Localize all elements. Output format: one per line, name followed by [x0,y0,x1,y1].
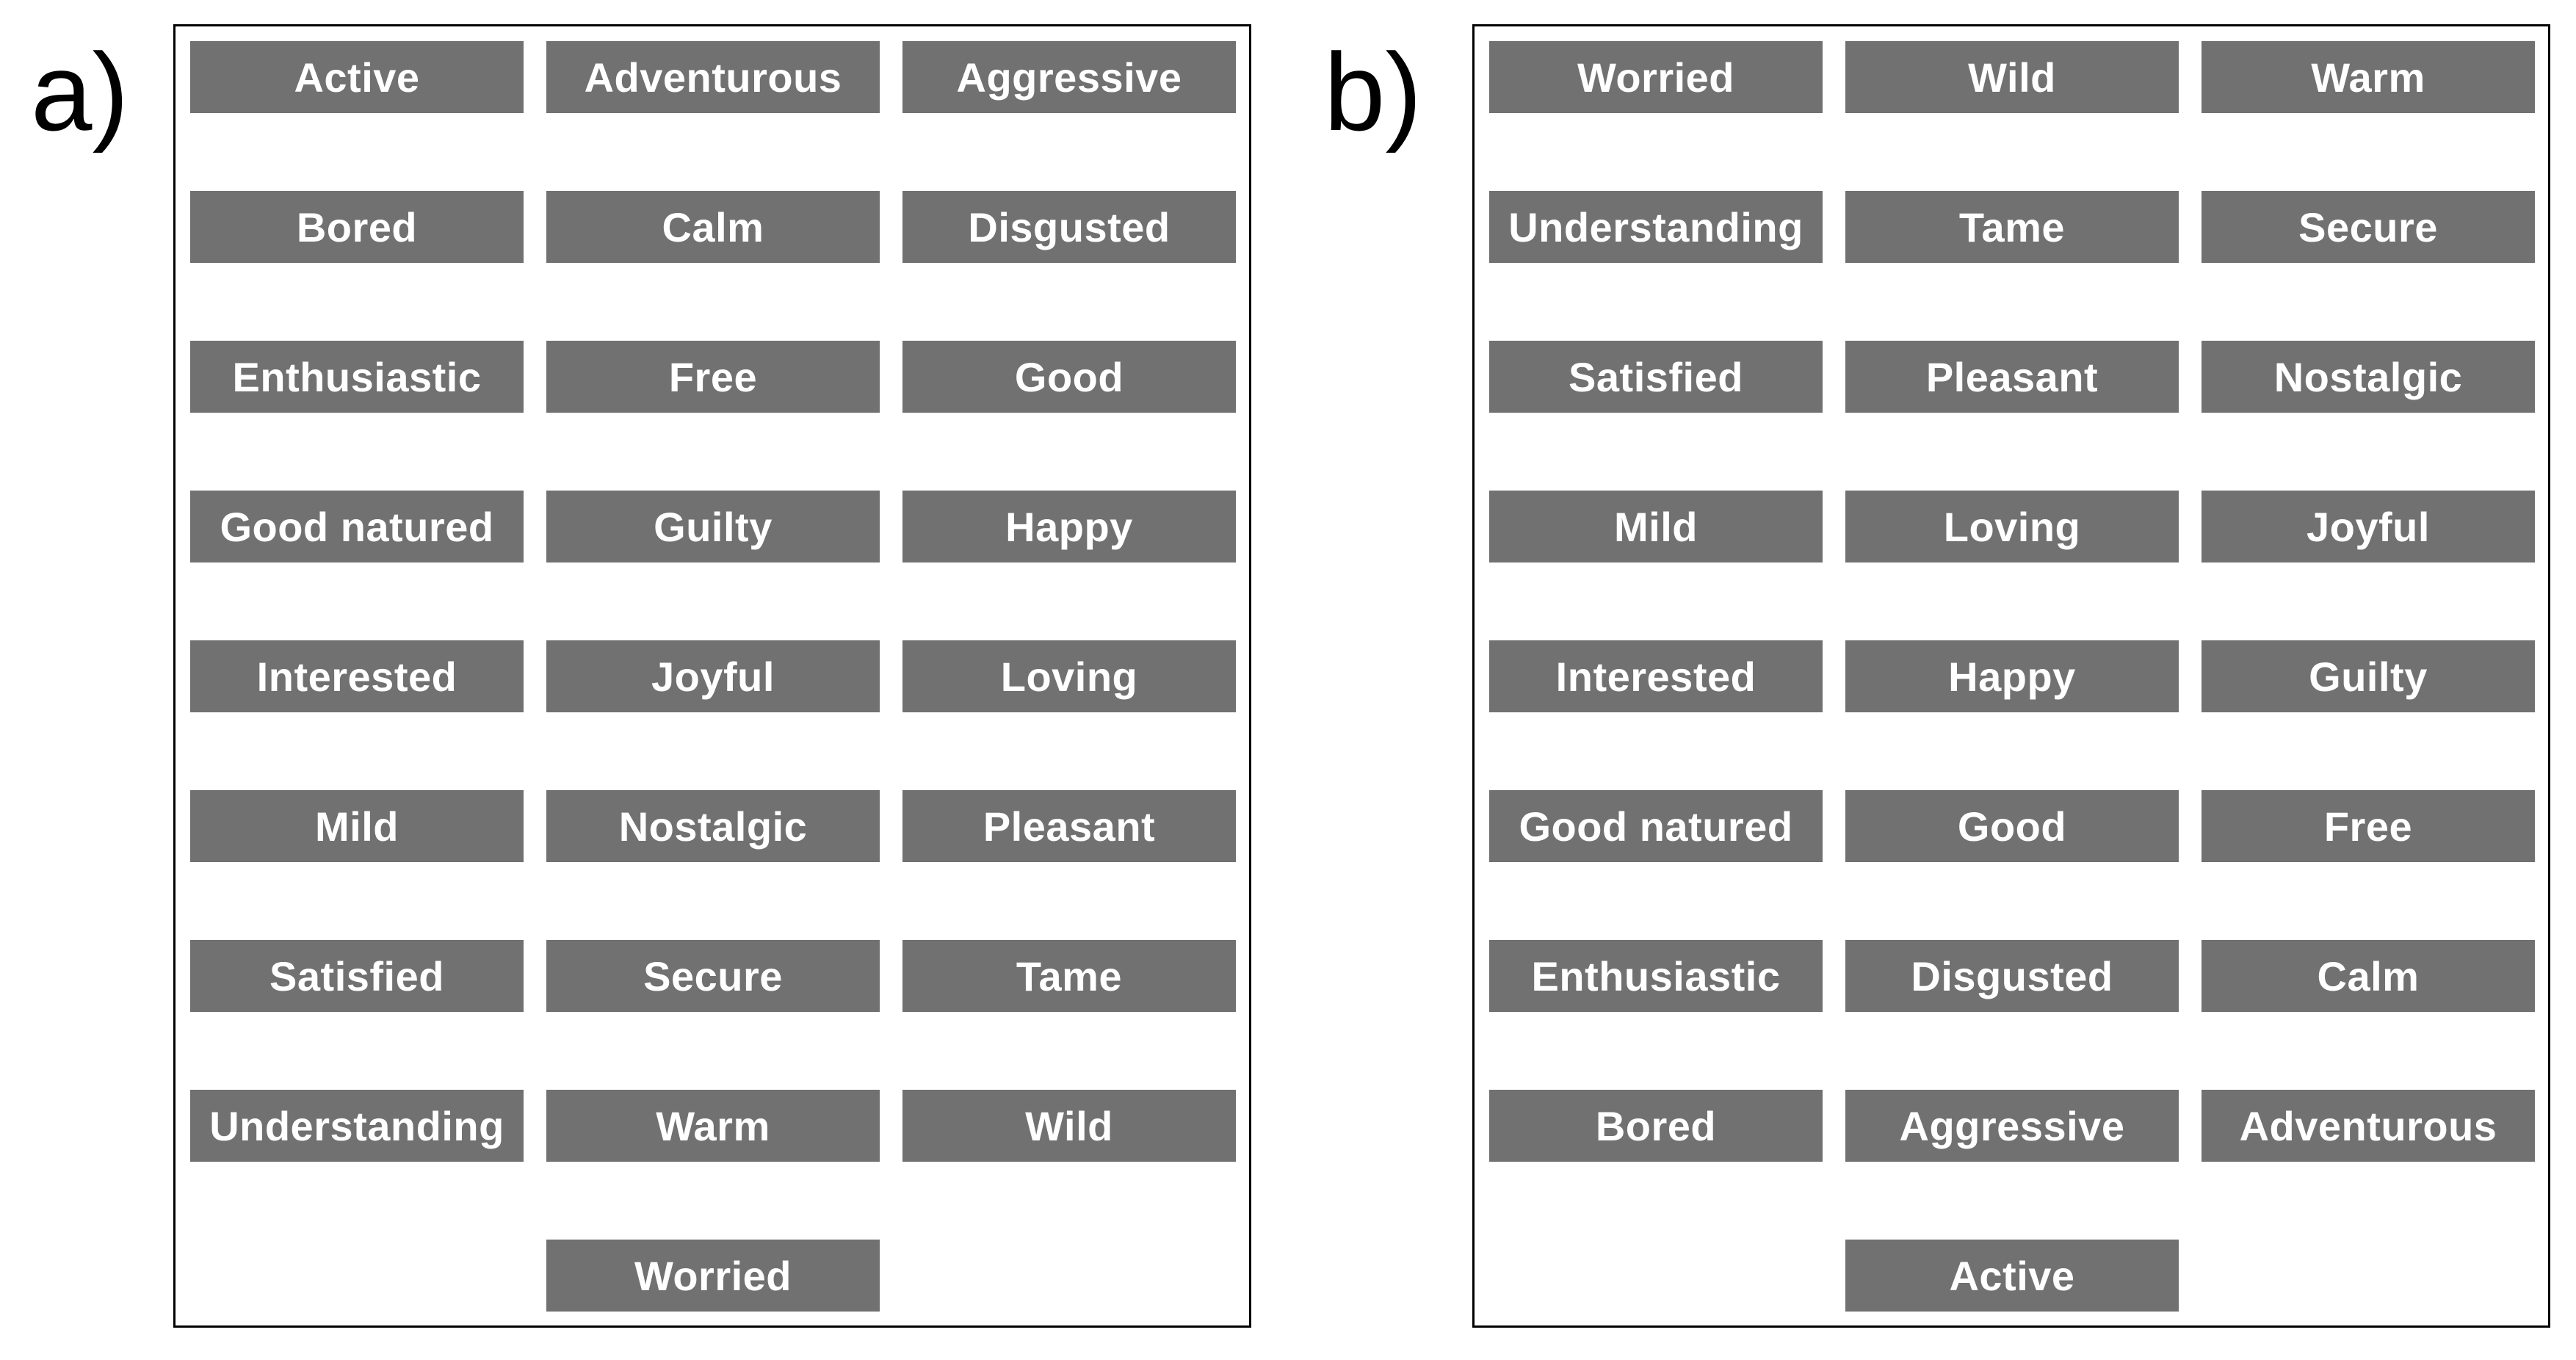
word-tile: Secure [546,940,880,1012]
word-tile: Worried [546,1240,880,1312]
word-tile: Calm [2201,940,2535,1012]
word-tile: Adventurous [2201,1090,2535,1162]
word-tile: Guilty [2201,640,2535,712]
word-tile: Enthusiastic [1489,940,1823,1012]
word-tile: Tame [902,940,1236,1012]
word-tile: Satisfied [190,940,524,1012]
word-tile: Wild [902,1090,1236,1162]
word-tile: Happy [1845,640,2179,712]
word-tile: Tame [1845,191,2179,263]
word-tile: Worried [1489,41,1823,113]
word-tile: Mild [190,790,524,862]
word-tile: Guilty [546,491,880,563]
word-tile: Warm [546,1090,880,1162]
panel-a-label: a) [31,30,129,153]
word-tile: Enthusiastic [190,341,524,413]
word-tile: Warm [2201,41,2535,113]
word-tile: Pleasant [1845,341,2179,413]
word-tile: Satisfied [1489,341,1823,413]
word-tile: Interested [190,640,524,712]
word-tile: Good [1845,790,2179,862]
word-tile: Adventurous [546,41,880,113]
word-tile: Nostalgic [546,790,880,862]
word-tile: Pleasant [902,790,1236,862]
word-tile: Bored [190,191,524,263]
word-tile: Joyful [546,640,880,712]
word-tile: Aggressive [902,41,1236,113]
word-tile: Active [190,41,524,113]
word-tile: Interested [1489,640,1823,712]
panel-a-word-grid: Active Adventurous Aggressive Bored Calm… [190,41,1236,1312]
word-tile: Understanding [190,1090,524,1162]
word-tile: Bored [1489,1090,1823,1162]
panel-a: Active Adventurous Aggressive Bored Calm… [173,24,1251,1328]
word-tile: Free [2201,790,2535,862]
word-tile: Good [902,341,1236,413]
word-tile: Disgusted [1845,940,2179,1012]
panel-b-word-grid: Worried Wild Warm Understanding Tame Sec… [1489,41,2535,1312]
word-tile: Understanding [1489,191,1823,263]
word-tile: Good natured [190,491,524,563]
panel-b: Worried Wild Warm Understanding Tame Sec… [1472,24,2550,1328]
word-tile: Happy [902,491,1236,563]
word-tile: Nostalgic [2201,341,2535,413]
word-tile: Mild [1489,491,1823,563]
word-tile: Wild [1845,41,2179,113]
word-tile: Secure [2201,191,2535,263]
word-tile: Loving [902,640,1236,712]
word-tile: Joyful [2201,491,2535,563]
word-tile: Free [546,341,880,413]
panel-b-label: b) [1324,30,1422,153]
word-tile: Aggressive [1845,1090,2179,1162]
word-tile: Disgusted [902,191,1236,263]
word-tile: Calm [546,191,880,263]
word-tile: Active [1845,1240,2179,1312]
word-tile: Loving [1845,491,2179,563]
word-tile: Good natured [1489,790,1823,862]
